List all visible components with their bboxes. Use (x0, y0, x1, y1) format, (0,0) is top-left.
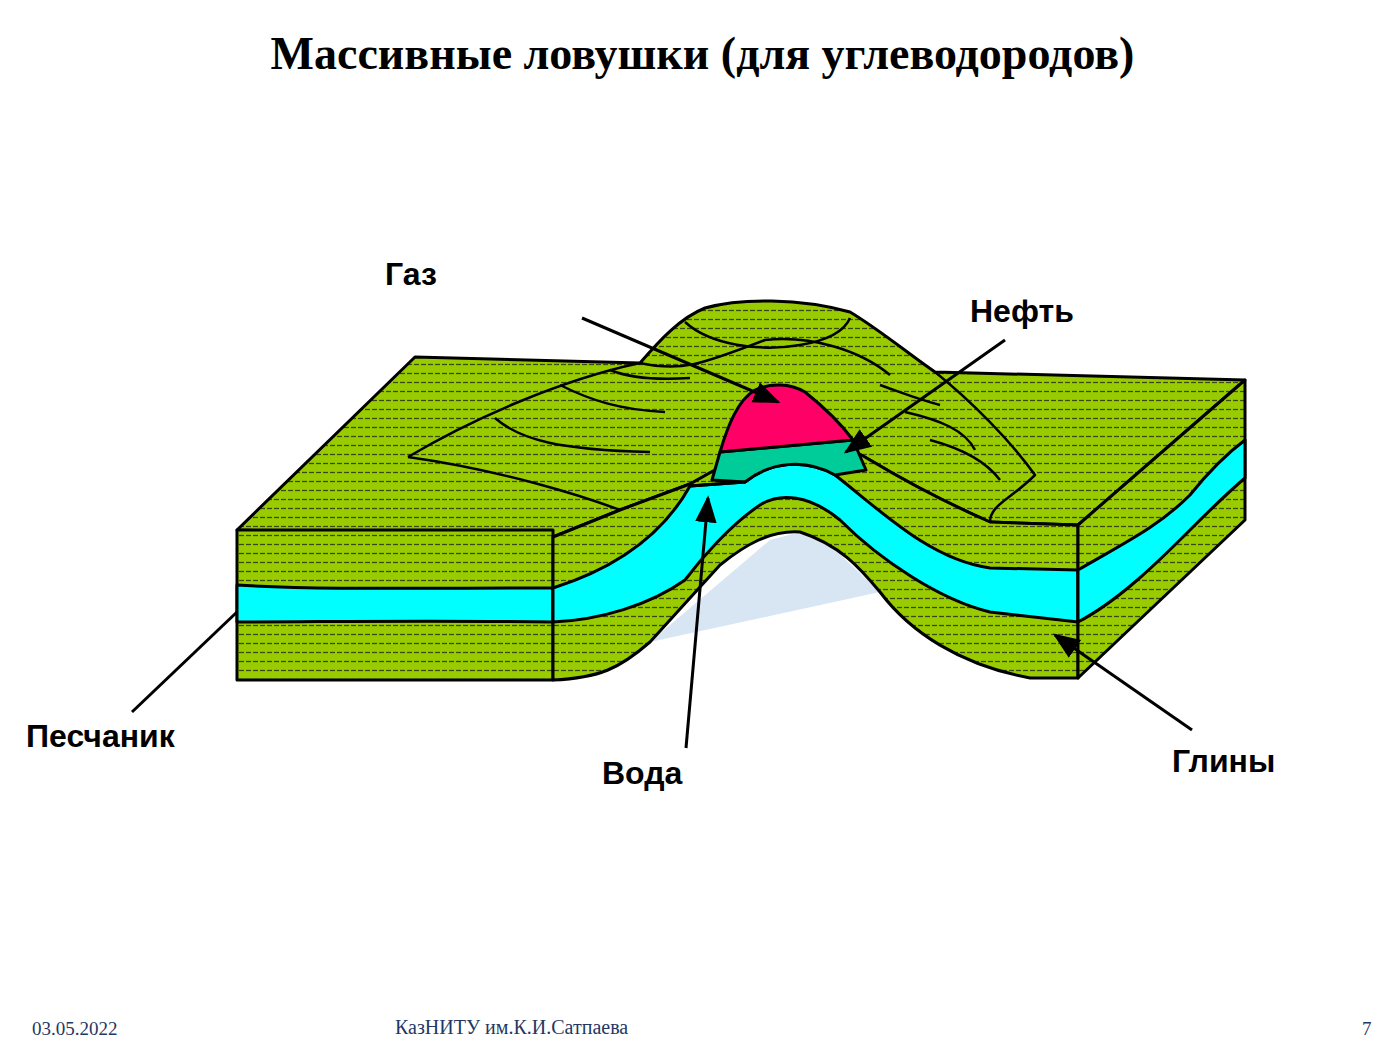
gas-cap (720, 385, 853, 452)
contour-line (880, 385, 940, 405)
sandstone-band (237, 585, 553, 622)
sandstone-band (553, 464, 1078, 622)
contour-line (495, 418, 650, 452)
sandstone-band (1078, 440, 1245, 622)
leader-line (132, 612, 237, 712)
contour-line (610, 370, 690, 379)
footer-text: КазНИТУ им.К.И.Сатпаева (395, 1016, 628, 1039)
callout-label: Газ (385, 256, 437, 293)
contour-line (640, 339, 890, 375)
leader-line (1055, 635, 1192, 730)
slide-title: Массивные ловушки (для углеводородов) (271, 28, 1135, 81)
water-contact (690, 482, 745, 486)
callout-label: Нефть (970, 293, 1074, 330)
callout-label: Глины (1172, 743, 1275, 780)
contour-line (905, 412, 975, 450)
front-face-left (237, 530, 553, 680)
contour-line (930, 440, 1000, 480)
page-number: 7 (1362, 1018, 1372, 1040)
callout-label: Песчаник (26, 718, 175, 755)
front-face-fold (553, 441, 1078, 680)
side-face (1078, 380, 1245, 678)
leader-line (582, 318, 778, 402)
callout-label: Вода (602, 755, 682, 792)
contour-line (560, 385, 665, 412)
leader-line (846, 340, 1005, 452)
contour-line (408, 457, 620, 510)
contour-line (408, 363, 640, 457)
leader-line (686, 498, 708, 748)
footer-date: 03.05.2022 (32, 1018, 118, 1040)
